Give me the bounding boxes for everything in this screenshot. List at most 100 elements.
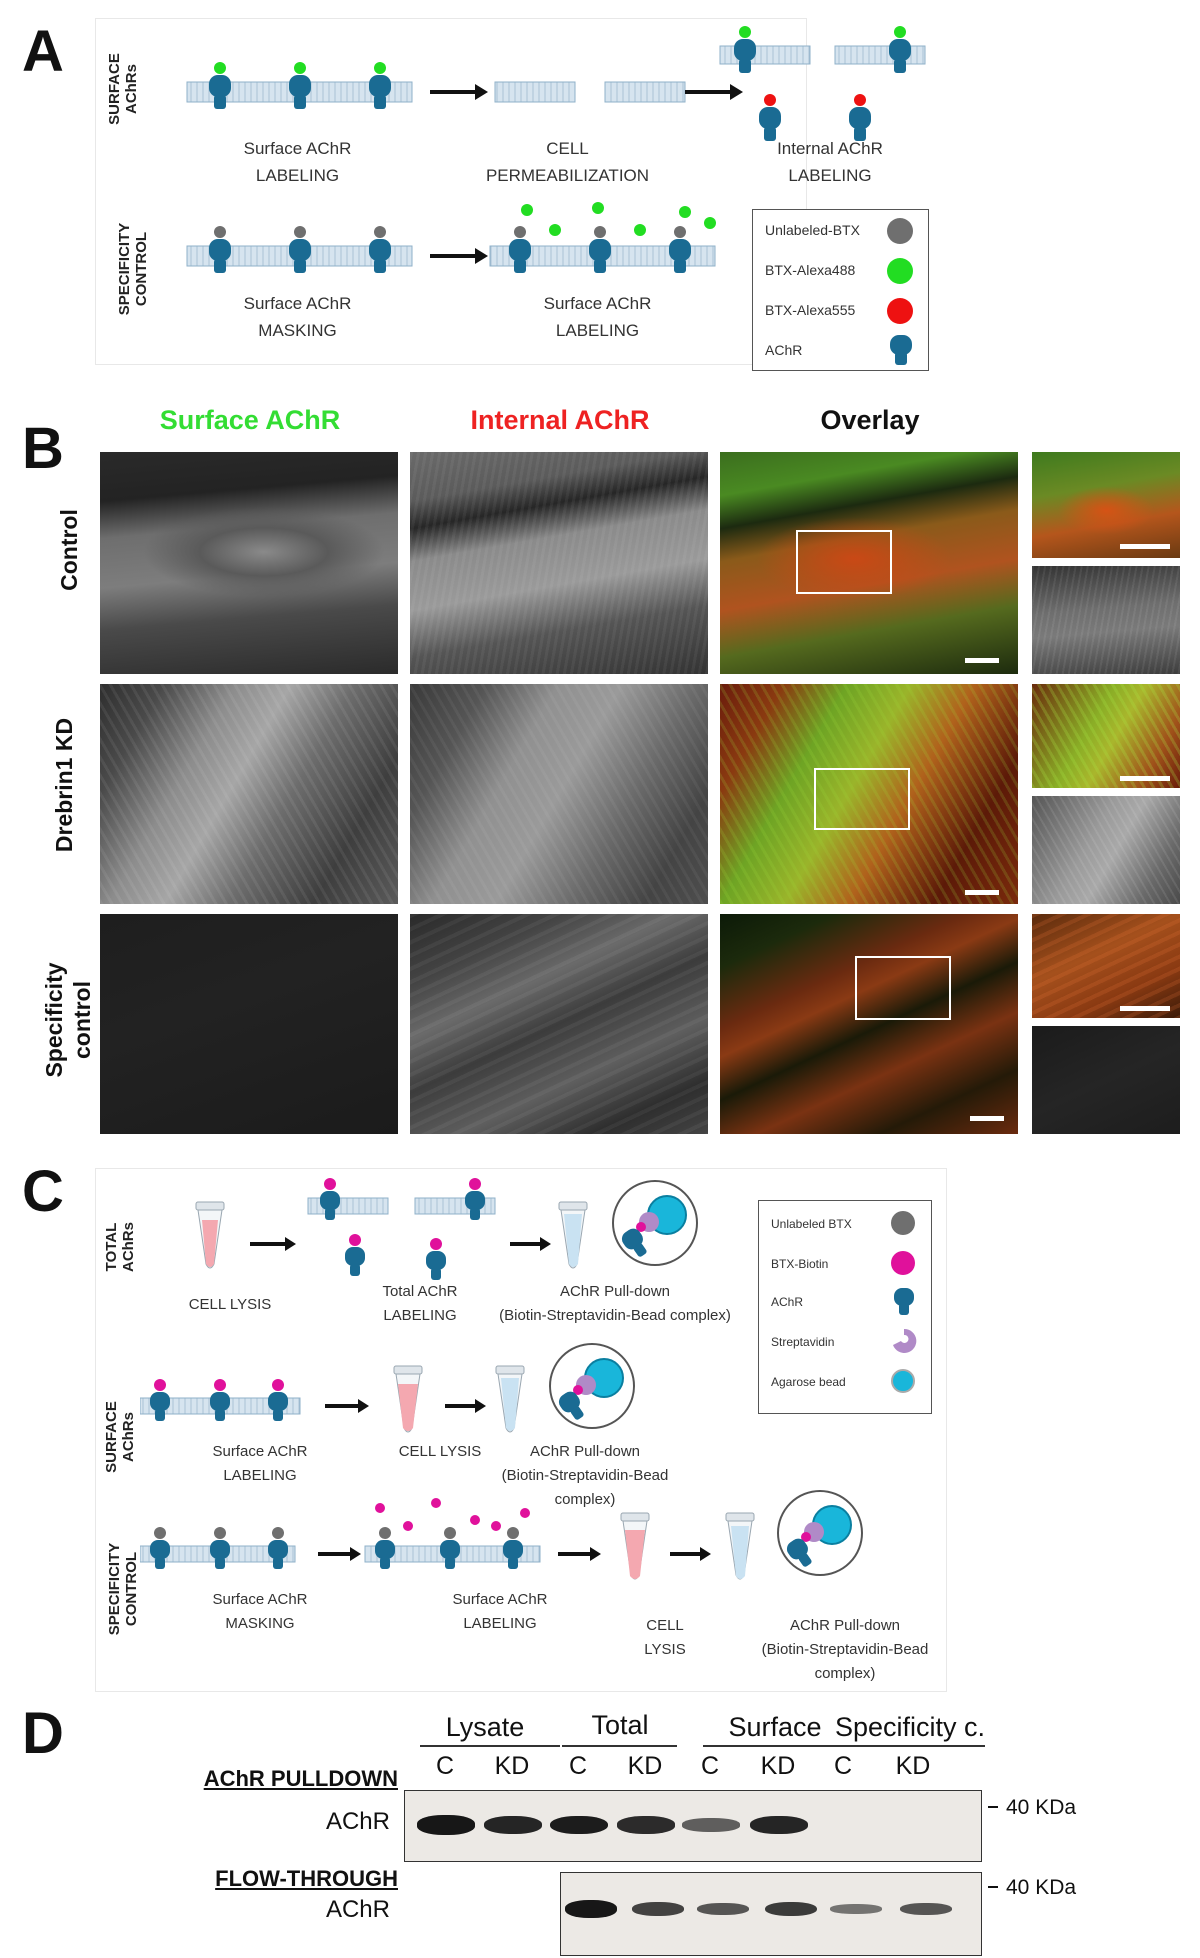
legend-label: Unlabeled-BTX — [765, 222, 860, 238]
streptavidin-icon — [893, 1328, 917, 1353]
group-label-specificity: Specificity c. — [834, 1712, 986, 1742]
arrow-icon — [475, 84, 488, 100]
scale-bar — [965, 658, 999, 663]
micrograph-kd-internal — [410, 684, 708, 904]
micrograph-kd-zoom-gray — [1032, 796, 1180, 904]
panel-c-row3-label: SPECIFICITY CONTROL — [106, 1542, 140, 1636]
marker-label-40kda-2: 40 KDa — [1006, 1876, 1077, 1899]
panel-c-step-cell-lysis-2: CELL LYSIS — [398, 1443, 482, 1460]
row-label-control: Control — [56, 509, 82, 591]
legend-label: BTX-Alexa488 — [765, 262, 856, 278]
zoom-region-box — [855, 956, 951, 1020]
legend-label: Streptavidin — [771, 1335, 835, 1349]
micrograph-spec-internal — [410, 914, 708, 1134]
micrograph-control-surface — [100, 452, 398, 674]
panel-c-row1-label: TOTAL AChRs — [103, 1222, 137, 1273]
panel-a-step-surface-labeling: Surface AChR LABELING — [243, 139, 352, 185]
micrograph-spec-overlay — [720, 914, 1018, 1134]
scale-bar — [1120, 544, 1170, 549]
legend-label: AChR — [771, 1295, 804, 1309]
western-blot-flowthrough — [560, 1872, 982, 1956]
micrograph-kd-overlay — [720, 684, 1018, 904]
arrow-icon — [285, 1237, 296, 1251]
row-label-specificity-control: Specificity control — [41, 962, 95, 1078]
blot-band — [750, 1815, 808, 1835]
group-label-lysate: Lysate — [445, 1712, 525, 1742]
blot-band — [632, 1902, 684, 1916]
legend-label: AChR — [765, 342, 803, 358]
column-title-surface: Surface AChR — [159, 405, 341, 435]
lane-label: C — [568, 1752, 588, 1780]
arrow-icon — [358, 1399, 369, 1413]
blot-band — [617, 1816, 675, 1834]
agarose-bead-icon — [891, 1369, 915, 1393]
scale-bar — [970, 1116, 1004, 1121]
group-label-surface: Surface — [728, 1712, 822, 1742]
panel-a-legend: Unlabeled-BTX BTX-Alexa488 BTX-Alexa555 … — [752, 209, 929, 371]
panel-a-schematic — [186, 26, 926, 273]
panel-c-step-surface-labeling-3: Surface AChR LABELING — [452, 1591, 548, 1632]
marker-tick — [988, 1806, 998, 1808]
achr-receptor-icon — [890, 335, 912, 365]
blot-band — [765, 1901, 817, 1917]
panel-c-step-masking: Surface AChR MASKING — [212, 1591, 308, 1632]
blot-label-achr-2: AChR — [325, 1896, 390, 1923]
micrograph-control-overlay — [720, 452, 1018, 674]
btx-biotin-icon — [891, 1251, 915, 1275]
panel-a-frame — [95, 18, 807, 365]
panel-a-step-permeabilization: CELL PERMEABILIZATION — [485, 139, 650, 185]
column-title-overlay: Overlay — [820, 405, 920, 435]
micrograph-spec-surface — [100, 914, 398, 1134]
blot-band — [565, 1900, 617, 1918]
unlabeled-btx-icon — [891, 1211, 915, 1235]
panel-c-step-total-labeling: Total AChR LABELING — [382, 1283, 458, 1324]
micrograph-kd-surface — [100, 684, 398, 904]
arrow-icon — [730, 84, 743, 100]
micrograph-control-zoom-gray — [1032, 566, 1180, 674]
panel-c-schematic — [140, 1178, 940, 1580]
blot-band — [550, 1815, 608, 1835]
arrow-icon — [475, 1399, 486, 1413]
blot-band — [484, 1815, 542, 1835]
scale-bar — [1120, 776, 1170, 781]
scale-bar — [1120, 1006, 1170, 1011]
achr-receptor-icon — [894, 1288, 914, 1315]
panel-c-step-pulldown-2: AChR Pull-down (Biotin-Streptavidin-Bead… — [501, 1443, 669, 1508]
panel-c-step-cell-lysis: CELL LYSIS — [188, 1296, 272, 1313]
legend-label: Agarose bead — [771, 1375, 846, 1389]
blot-band — [830, 1904, 882, 1914]
arrow-icon — [590, 1547, 601, 1561]
column-title-internal: Internal AChR — [470, 405, 650, 435]
marker-label-40kda: 40 KDa — [1006, 1796, 1077, 1819]
arrow-icon — [700, 1547, 711, 1561]
blot-heading-pulldown: AChR PULLDOWN — [203, 1766, 398, 1791]
lane-label: KD — [494, 1752, 530, 1780]
panel-a-row1-label: SURFACE AChRs — [106, 53, 140, 125]
legend-label: Unlabeled BTX — [771, 1217, 852, 1231]
btx-alexa488-icon — [887, 258, 913, 284]
lane-label: KD — [627, 1752, 663, 1780]
group-label-total: Total — [591, 1710, 649, 1740]
panel-c-row2-label: SURFACE AChRs — [103, 1401, 137, 1473]
zoom-region-box — [796, 530, 892, 594]
arrow-icon — [475, 248, 488, 264]
row-label-drebrin1-kd: Drebrin1 KD — [51, 717, 77, 853]
marker-tick — [988, 1886, 998, 1888]
panel-c-step-surface-labeling: Surface AChR LABELING — [212, 1443, 308, 1484]
western-blot-pulldown — [404, 1790, 982, 1862]
group-underline — [825, 1745, 985, 1747]
surface-achr-receptor — [209, 62, 391, 109]
panel-a-step-internal-labeling: Internal AChR LABELING — [777, 139, 883, 185]
panel-letter-d: D — [22, 1701, 64, 1766]
micrograph-control-internal — [410, 452, 708, 674]
panel-c-step-pulldown-3: AChR Pull-down (Biotin-Streptavidin-Bead… — [761, 1617, 929, 1682]
legend-label: BTX-Alexa555 — [765, 302, 856, 318]
micrograph-control-zoom-overlay — [1032, 452, 1180, 558]
arrow-icon — [350, 1547, 361, 1561]
lane-label: KD — [760, 1752, 796, 1780]
blot-band — [900, 1903, 952, 1915]
unlabeled-btx-icon — [887, 218, 913, 244]
group-underline — [562, 1745, 677, 1747]
btx-alexa555-icon — [887, 298, 913, 324]
panel-letter-c: C — [22, 1159, 64, 1224]
